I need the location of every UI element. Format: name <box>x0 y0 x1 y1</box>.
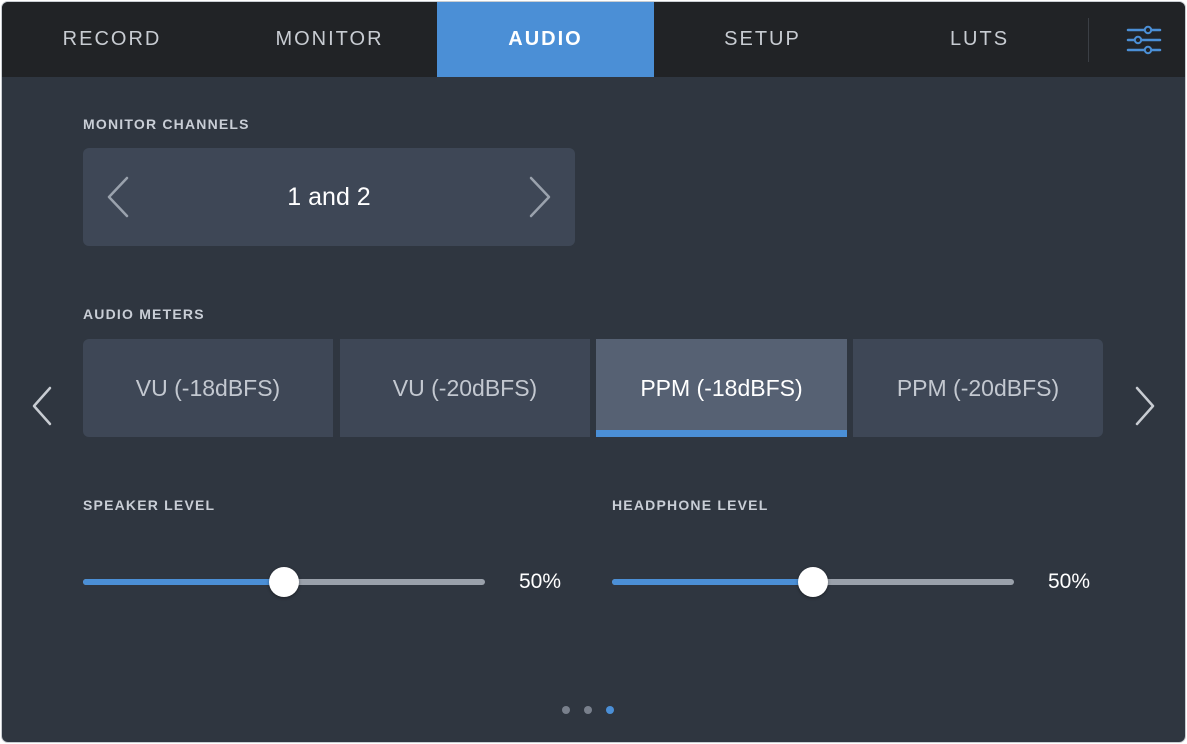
chevron-right-icon <box>1135 386 1155 426</box>
tab-bar: RECORD MONITOR AUDIO SETUP LUTS <box>2 2 1185 77</box>
monitor-channels-value: 1 and 2 <box>287 182 371 211</box>
headphone-level-value: 50% <box>1048 570 1091 593</box>
monitor-channels-selector: 1 and 2 <box>83 148 575 246</box>
slider-fill <box>612 579 813 585</box>
headphone-level-label: HEADPHONE LEVEL <box>612 497 769 513</box>
tab-record[interactable]: RECORD <box>62 28 162 50</box>
meter-option-vu-18[interactable]: VU (-18dBFS) <box>83 339 333 437</box>
page-indicator <box>562 706 632 718</box>
speaker-level-slider[interactable] <box>83 562 485 602</box>
meter-option-ppm-20[interactable]: PPM (-20dBFS) <box>853 339 1103 437</box>
monitor-channels-label: MONITOR CHANNELS <box>83 116 250 132</box>
speaker-level-label: SPEAKER LEVEL <box>83 497 216 513</box>
tab-luts[interactable]: LUTS <box>949 28 1010 50</box>
page-dot-3 <box>606 706 614 714</box>
audio-meters-label: AUDIO METERS <box>83 306 205 322</box>
meter-option-ppm-18[interactable]: PPM (-18dBFS) <box>596 339 847 437</box>
tab-divider <box>1088 18 1089 62</box>
sliders-menu-icon <box>1126 25 1161 54</box>
tab-monitor[interactable]: MONITOR <box>275 28 384 50</box>
chevron-right-icon <box>529 176 551 218</box>
tab-setup[interactable]: SETUP <box>724 28 801 50</box>
channel-prev-button[interactable] <box>83 148 153 246</box>
meters-next-button[interactable] <box>1125 358 1165 454</box>
chevron-left-icon <box>32 386 52 426</box>
channel-next-button[interactable] <box>505 148 575 246</box>
speaker-level-value: 50% <box>519 570 562 593</box>
settings-menu-button[interactable] <box>1102 2 1185 77</box>
headphone-level-slider[interactable] <box>612 562 1014 602</box>
tab-audio[interactable]: AUDIO <box>437 2 654 77</box>
page-dot-1 <box>562 706 570 714</box>
slider-fill <box>83 579 284 585</box>
page-dot-2 <box>584 706 592 714</box>
meters-prev-button[interactable] <box>22 358 62 454</box>
chevron-left-icon <box>107 176 129 218</box>
meter-option-vu-20[interactable]: VU (-20dBFS) <box>340 339 590 437</box>
slider-thumb[interactable] <box>269 567 299 597</box>
slider-thumb[interactable] <box>798 567 828 597</box>
